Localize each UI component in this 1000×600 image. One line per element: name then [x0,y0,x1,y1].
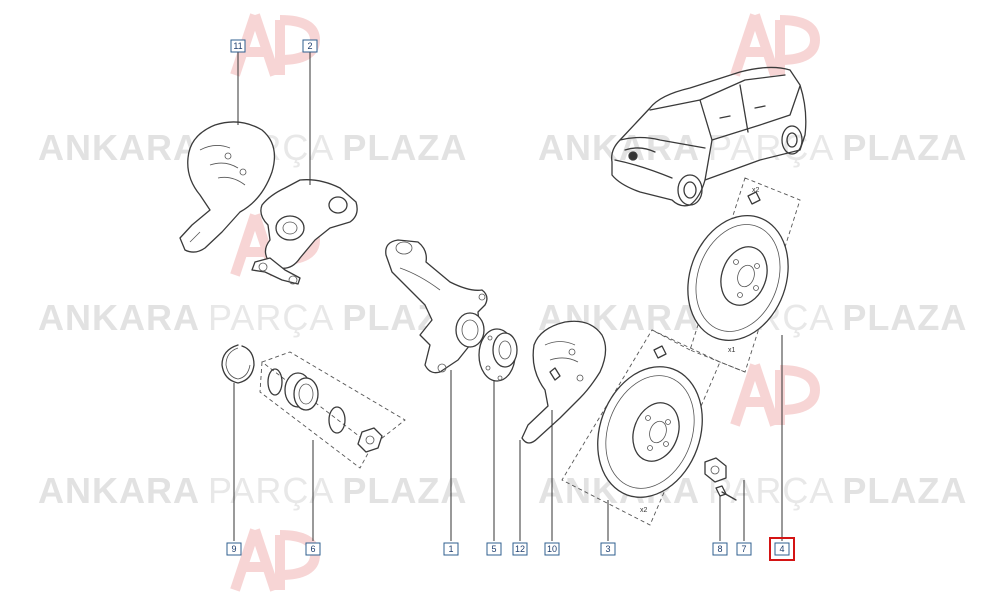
callout-label: 3 [605,544,610,554]
watermark-logo-icon [230,213,321,277]
part-3-brake-disc: x2 [597,345,703,514]
part-7-hub-nut [704,457,727,483]
callout-10[interactable]: 10 [544,542,560,556]
callout-4[interactable]: 4 [769,537,795,561]
part-11-backing-plate [179,121,276,253]
callout-1[interactable]: 1 [443,542,459,556]
watermark-logo-icon [230,528,321,592]
watermark-word-3: PLAZA [342,127,467,168]
callout-label: 11 [233,41,242,51]
callout-label: 4 [779,544,784,554]
callout-label: 7 [741,544,746,554]
watermark-word-3: PLAZA [342,470,467,511]
watermark-word-3: PLAZA [842,127,967,168]
callout-label: 2 [307,41,312,51]
callout-5[interactable]: 5 [486,542,502,556]
callout-2[interactable]: 2 [302,39,318,53]
callout-8[interactable]: 8 [712,542,728,556]
part-10-backing-plate [521,320,607,444]
part-4-brake-disc: x2 x1 [687,187,789,354]
part-8-bolt [715,485,737,501]
selected-highlight [769,537,795,561]
watermark-word-2: PARÇA [708,127,834,168]
watermark-word-3: PLAZA [842,297,967,338]
part-5-wheel-hub [478,328,518,382]
watermark-word-2: PARÇA [208,297,334,338]
watermark-logo-icon [730,363,821,427]
part-6-bearing-kit [259,351,406,469]
car-illustration [611,66,807,207]
watermark-word-1: ANKARA [38,297,200,338]
callout-label: 1 [448,544,453,554]
watermark-word-3: PLAZA [842,470,967,511]
qty-label: x2 [752,187,760,194]
callout-label: 8 [717,544,722,554]
watermark-word-1: ANKARA [538,127,700,168]
callout-12[interactable]: 12 [512,542,528,556]
part-1-steering-knuckle [385,239,488,374]
watermark-logo-icon [730,13,821,77]
watermark-word-2: PARÇA [208,470,334,511]
callout-label: 10 [547,544,557,554]
callout-label: 9 [231,544,236,554]
callout-7[interactable]: 7 [736,542,752,556]
callout-label: 12 [515,544,525,554]
qty-label: x2 [640,507,648,514]
part-2-caliper-carrier [251,179,358,285]
leader-lines [233,52,783,541]
qty-label: x1 [728,347,736,354]
callout-label: 6 [310,544,315,554]
watermark-word-2: PARÇA [708,470,834,511]
callout-9[interactable]: 9 [226,542,242,556]
watermark-word-1: ANKARA [38,127,200,168]
callout-6[interactable]: 6 [305,542,321,556]
callout-label: 5 [491,544,496,554]
watermark-word-1: ANKARA [38,470,200,511]
callout-3[interactable]: 3 [600,542,616,556]
part-9-circlip [221,344,255,384]
callout-11[interactable]: 11 [230,39,246,53]
